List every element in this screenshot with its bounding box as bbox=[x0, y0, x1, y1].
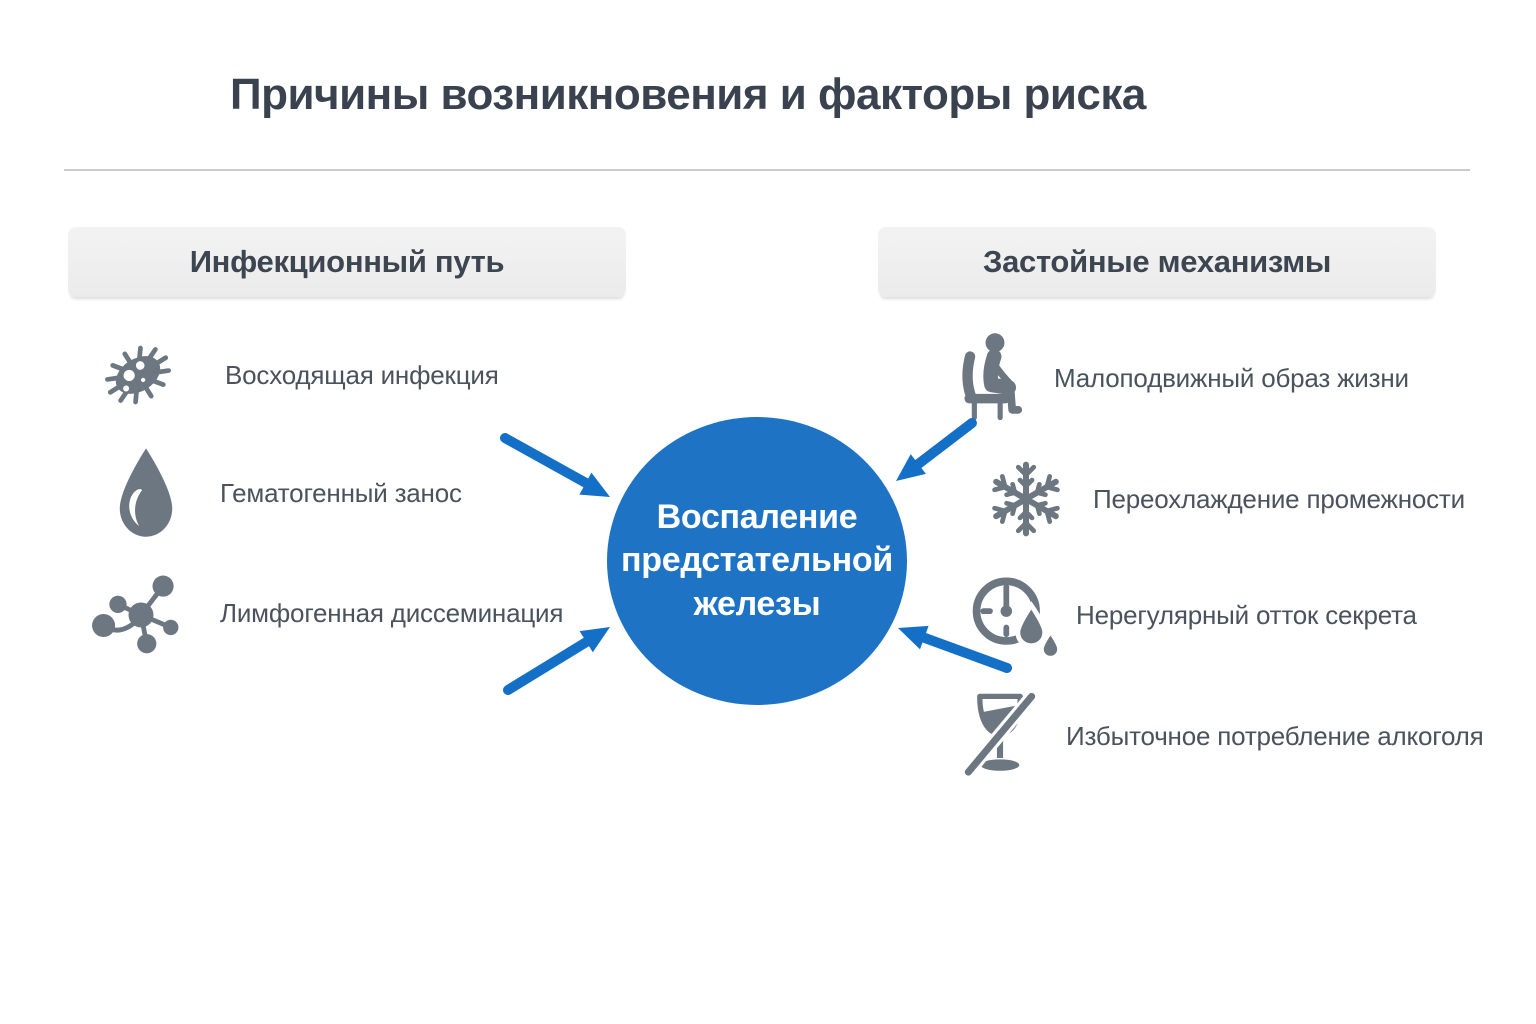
bacteria-icon bbox=[95, 332, 181, 418]
central-node-line2: предстательной bbox=[621, 541, 893, 580]
molecule-icon bbox=[88, 565, 194, 661]
list-item: Восходящая инфекция bbox=[95, 330, 499, 420]
item-label: Лимфогенная диссеминация bbox=[220, 597, 564, 628]
list-item: Малоподвижный образ жизни bbox=[952, 328, 1409, 428]
list-item: Лимфогенная диссеминация bbox=[88, 563, 563, 663]
item-label: Гематогенный занос bbox=[220, 477, 462, 508]
list-item: Гематогенный занос bbox=[112, 443, 462, 543]
list-item: Избыточное потребление алкоголя bbox=[956, 686, 1484, 786]
snowflake-icon bbox=[983, 456, 1069, 542]
sitting-person-icon bbox=[952, 329, 1038, 427]
item-label: Малоподвижный образ жизни bbox=[1054, 362, 1409, 393]
section-header-congestive-label: Застойные механизмы bbox=[982, 244, 1332, 279]
blood-drop-icon bbox=[112, 444, 180, 542]
section-header-congestive: Застойные механизмы bbox=[878, 227, 1436, 297]
central-node-line1: Воспаление bbox=[656, 498, 858, 537]
item-label: Избыточное потребление алкоголя bbox=[1066, 720, 1484, 751]
section-header-infectious-label: Инфекционный путь bbox=[189, 244, 505, 279]
list-item: Переохлаждение промежности bbox=[983, 455, 1465, 543]
section-header-infectious: Инфекционный путь bbox=[68, 227, 626, 297]
item-label: Переохлаждение промежности bbox=[1093, 483, 1465, 514]
item-label: Нерегулярный отток секрета bbox=[1076, 599, 1417, 630]
divider-line bbox=[64, 169, 1470, 171]
page-title: Причины возникновения и факторы риска bbox=[230, 70, 1146, 119]
item-label: Восходящая инфекция bbox=[225, 359, 499, 390]
no-alcohol-icon bbox=[956, 687, 1044, 785]
list-item: Нерегулярный отток секрета bbox=[966, 566, 1417, 664]
clock-drop-icon bbox=[966, 567, 1062, 663]
central-node: Воспаление предстательной железы bbox=[607, 417, 907, 705]
central-node-line3: железы bbox=[693, 584, 821, 623]
